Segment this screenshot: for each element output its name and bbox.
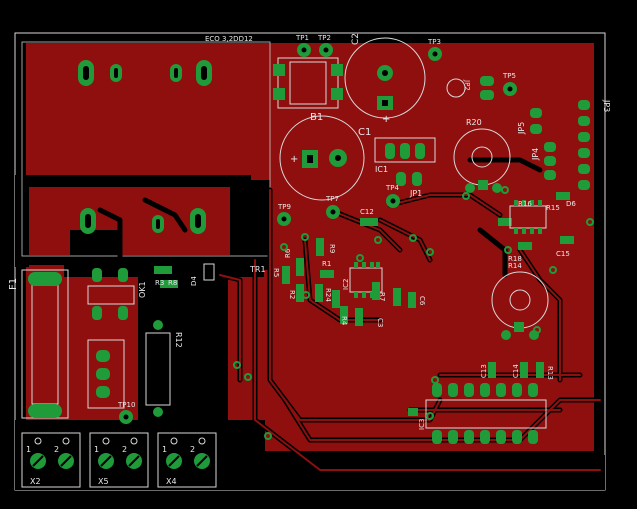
r14-label: R14 [508,262,522,270]
b1-label: B1 [310,112,323,123]
r20-label: R20 [466,118,482,127]
x5-label: X5 [98,477,109,486]
r24-label: R24 [324,288,332,302]
r4-label: R4 [340,316,348,326]
terminal-x2 [21,432,81,488]
c1-label: C1 [358,127,371,138]
x2-pin2: 2 [54,445,59,454]
r12-resistor [145,320,171,417]
smd-ic-r16 [509,200,547,234]
r8-label: R8 [168,279,177,287]
tp2-label: TP2 [317,34,331,42]
jp3-label: JP3 [602,99,611,112]
c2-capacitor [344,37,426,119]
d6-label: D6 [566,200,576,208]
r13-label: R13 [546,366,554,380]
ok1-label: OK1 [138,281,147,298]
inner-outline [21,41,271,257]
board-label: ECO 3,2DD12 [205,35,253,43]
r9-label: R9 [328,244,336,253]
c2-plus: + [382,114,390,125]
c1-plus: + [290,154,298,165]
f1-label: F1 [8,278,19,290]
slot-pads [78,60,212,234]
jp1-jumper [396,172,422,186]
vias [233,186,594,440]
r15-label: R15 [546,204,560,212]
d4-label: D4 [190,276,198,286]
ic3-outline [425,399,547,429]
terminal-x5 [89,432,149,488]
tp1-label: TP1 [295,34,309,42]
jp3-header [578,100,590,190]
r5-label: R5 [272,268,280,277]
c6-label: C6 [418,296,426,306]
ic2-label: IC2 [342,279,350,290]
c13-label: C13 [480,364,488,378]
ic1-label: IC1 [375,165,388,174]
r14-trimmer [491,271,549,340]
tp5-label: TP5 [502,72,516,80]
c1-capacitor [279,115,365,201]
x2-label: X2 [30,477,41,486]
x5-pin1: 1 [94,445,99,454]
jp2-jumper [446,76,494,100]
c12-label: C12 [360,208,374,216]
r16-label: R16 [518,200,532,208]
jp5-label: JP5 [517,122,526,135]
ok1-package [87,268,135,320]
d4-diode [203,263,215,281]
tr1-regulator [87,339,125,409]
r1-label: R1 [322,260,331,268]
tp7-label: TP7 [325,195,339,203]
tr1-label: TR1 [249,265,266,274]
c15-label: C15 [556,250,570,258]
jp1-label: JP1 [409,189,422,198]
x4-pin2: 2 [190,445,195,454]
tp4-label: TP4 [385,184,399,192]
ic3-label: IC3 [418,419,426,430]
r7-label: R7 [378,292,386,301]
f1-fuse [21,269,69,419]
jp2-label: JP2 [463,79,471,91]
x5-pin2: 2 [122,445,127,454]
c2-label: C2 [351,33,361,45]
jp5-header [530,108,542,134]
r6-label: R6 [284,248,292,258]
r2-label: R2 [288,290,296,299]
ic3-package [432,383,538,444]
r3-label: R3 [155,279,164,287]
x4-label: X4 [166,477,177,486]
test-points [119,43,517,424]
smd-parts [154,192,574,416]
jp4-label: JP4 [531,148,540,161]
c3-label: C3 [376,318,384,327]
r12-label: R12 [174,332,183,348]
jp4-header [544,142,556,180]
ic1-package [374,137,436,163]
b1-component [273,57,343,109]
x2-pin1: 1 [26,445,31,454]
x4-pin1: 1 [162,445,167,454]
tp10-label: TP10 [117,401,135,409]
r18-label: R18 [508,255,522,263]
r20-trimmer [453,128,511,193]
terminal-x4 [157,432,217,488]
tp3-label: TP3 [427,38,441,46]
tp9-label: TP9 [277,203,291,211]
c14-label: C14 [512,364,520,378]
